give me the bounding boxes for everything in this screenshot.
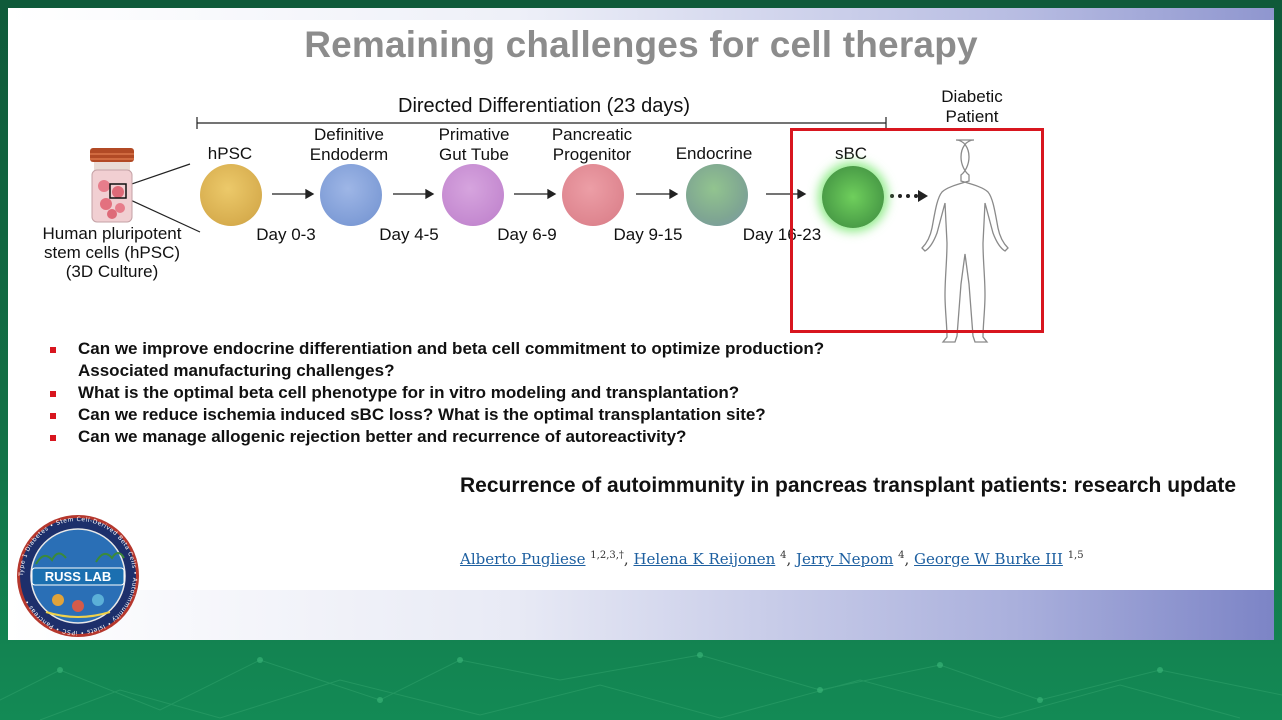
paper-authors: Alberto Pugliese 1,2,3,†, Helena K Reijo… (460, 550, 1084, 568)
bullet-item: What is the optimal beta cell phenotype … (48, 382, 824, 404)
bullet-text: What is the optimal beta cell phenotype … (78, 383, 740, 402)
bullet-continuation: Associated manufacturing challenges? (48, 360, 824, 382)
cell-hpsc (200, 164, 262, 226)
author-affiliation: 4 (780, 550, 787, 561)
stage-label-sbc: sBC (834, 144, 868, 163)
stage-label-endocrine: Endocrine (675, 144, 753, 163)
stage-label-hpsc: hPSC (207, 144, 253, 163)
timeline-label: Directed Differentiation (23 days) (398, 95, 690, 117)
sbc-patient-highlight-box (790, 128, 1044, 333)
author-link[interactable]: Helena K Reijonen (633, 550, 776, 568)
timeline-bracket (196, 117, 887, 129)
bullet-item: Can we reduce ischemia induced sBC loss?… (48, 404, 824, 426)
cell-definitive-endoderm (320, 164, 382, 226)
day-label-pancreatic-progenitor: Day 9-15 (613, 225, 683, 244)
slide-title: Remaining challenges for cell therapy (304, 24, 978, 65)
patient-label-line2: Patient (945, 107, 999, 126)
stage-arrow-head (669, 188, 679, 200)
author-link[interactable]: George W Burke III (914, 550, 1063, 568)
author-affiliation: 1,2,3,† (590, 550, 624, 561)
author-affiliation: 4 (898, 550, 905, 561)
day-label-endocrine: Day 16-23 (742, 225, 822, 244)
top-gradient-band (8, 8, 1274, 20)
human-body-icon (921, 139, 1009, 343)
bullet-text: Can we improve endocrine differentiation… (78, 339, 825, 358)
dotted-arrow-to-patient (890, 190, 928, 202)
author-affiliation: 1,5 (1067, 550, 1084, 561)
stage-arrow-head (305, 188, 315, 200)
source-label-line2: stem cells (hPSC) (43, 243, 181, 262)
stage-label-pancreatic-progenitor-line1: Pancreatic (551, 125, 633, 144)
cell-endocrine (686, 164, 748, 226)
presentation-slide: Remaining challenges for cell therapy (8, 8, 1274, 640)
stage-label-definitive-endoderm-line1: Definitive (314, 125, 384, 144)
stage-arrow-head (425, 188, 435, 200)
bottom-gradient-band (8, 590, 1274, 640)
day-label-gut-tube: Day 6-9 (497, 225, 557, 244)
bullet-marker (50, 347, 56, 353)
stage-label-pancreatic-progenitor-line2: Progenitor (552, 145, 632, 164)
paper-title: Recurrence of autoimmunity in pancreas t… (460, 474, 1237, 497)
logo-title: RUSS LAB (45, 569, 111, 584)
cell-primative-gut-tube (442, 164, 504, 226)
bullet-marker (50, 435, 56, 441)
cell-sbc (822, 166, 884, 228)
culture-vial-icon (90, 148, 134, 223)
stage-label-gut-tube-line2: Gut Tube (439, 145, 509, 164)
differentiation-diagram (90, 117, 1009, 343)
day-label-definitive-endoderm: Day 4-5 (379, 225, 439, 244)
day-label-hpsc: Day 0-3 (256, 225, 316, 244)
background-network-pattern (0, 652, 1282, 720)
stage-arrow-head (797, 188, 807, 200)
bullet-text: Can we manage allogenic rejection better… (78, 427, 687, 446)
cell-pancreatic-progenitor (562, 164, 624, 226)
bullet-marker (50, 413, 56, 419)
challenge-bullet-list: Can we improve endocrine differentiation… (48, 338, 824, 448)
patient-label-line1: Diabetic (941, 87, 1003, 106)
russ-lab-logo: Type 1 Diabetes • Stem Cell-Derived Beta… (17, 515, 139, 637)
source-label-line1: Human pluripotent (42, 224, 182, 243)
author-link[interactable]: Jerry Nepom (796, 550, 894, 568)
vial-callout-lines (125, 163, 201, 233)
bullet-item: Can we improve endocrine differentiation… (48, 338, 824, 360)
bullet-text: Can we reduce ischemia induced sBC loss?… (78, 405, 766, 424)
bullet-item: Can we manage allogenic rejection better… (48, 426, 824, 448)
stage-arrow-head (547, 188, 557, 200)
source-label-line3: (3D Culture) (65, 262, 159, 281)
stage-label-definitive-endoderm-line2: Endoderm (309, 145, 389, 164)
bullet-marker (50, 391, 56, 397)
bullet-continuation-text: Associated manufacturing challenges? (78, 361, 395, 380)
stage-label-gut-tube-line1: Primative (438, 125, 510, 144)
author-link[interactable]: Alberto Pugliese (460, 550, 586, 568)
